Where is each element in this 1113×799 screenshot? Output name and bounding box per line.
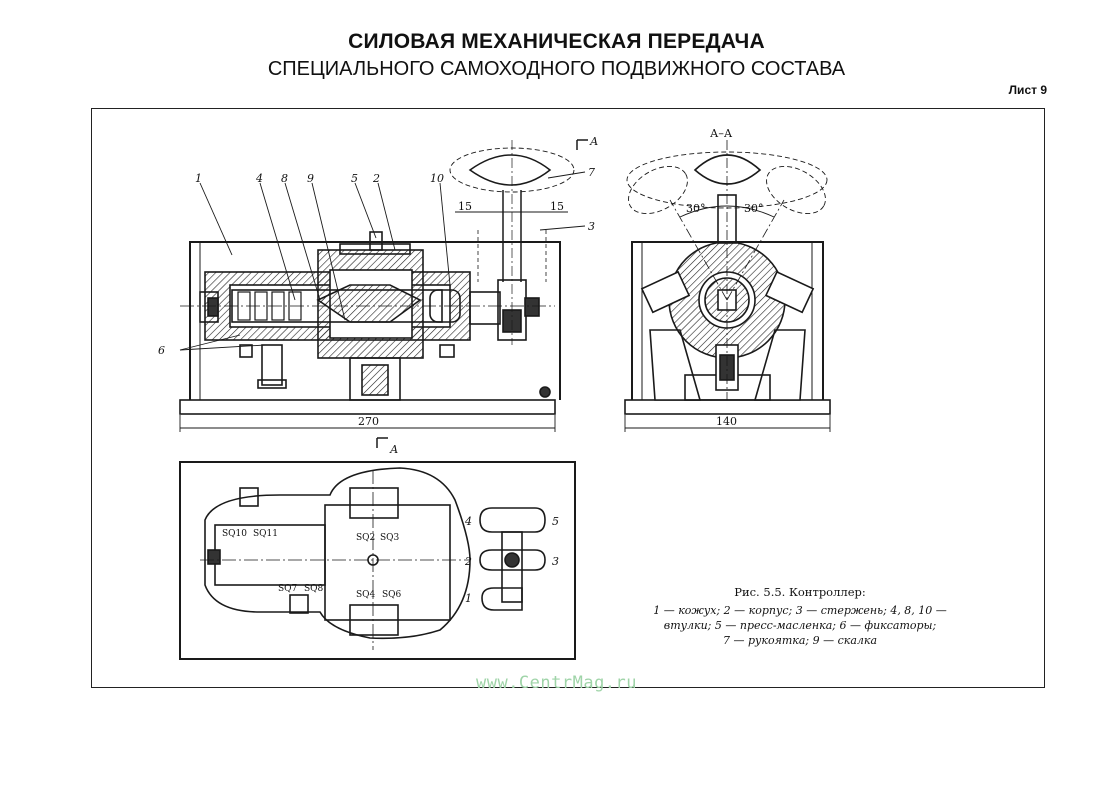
section-marker-a-top: А	[589, 135, 598, 148]
handle-detail	[449, 140, 586, 345]
position-5: 5	[552, 515, 559, 528]
label-6: 6	[158, 344, 165, 357]
caption-line-1: 1 — кожух; 2 — корпус; 3 — стержень; 4, …	[653, 604, 947, 617]
drawing-frame	[91, 108, 1045, 688]
figure-caption: Рис. 5.5. Контроллер: 1 — кожух; 2 — кор…	[605, 585, 995, 648]
page-title-line2: СПЕЦИАЛЬНОГО САМОХОДНОГО ПОДВИЖНОГО СОСТ…	[267, 58, 846, 80]
label-7: 7	[588, 166, 595, 179]
switch-sq11: SQ11	[253, 529, 278, 539]
leader-lines	[179, 182, 451, 351]
label-8: 8	[281, 172, 288, 185]
casing-outline	[189, 241, 561, 400]
section-marker-a-plan: А	[389, 443, 398, 456]
bottom-support	[349, 357, 401, 401]
plan-bottom-switch	[349, 604, 399, 636]
dimension-270-text: 270	[358, 415, 379, 428]
position-2: 2	[464, 555, 472, 568]
plan-body	[324, 504, 451, 621]
section-marker-top	[576, 139, 588, 150]
gate-lower	[481, 587, 523, 611]
caption-heading: Рис. 5.5. Контроллер:	[734, 585, 866, 599]
position-1: 1	[465, 592, 472, 605]
position-3: 3	[552, 555, 559, 568]
dimension-140-text: 140	[716, 415, 737, 428]
plan-frame	[179, 461, 576, 660]
main-section-view	[179, 231, 561, 415]
plan-outline	[204, 467, 471, 640]
section-handle-knob	[693, 154, 762, 185]
label-9: 9	[307, 172, 314, 185]
section-base	[624, 399, 831, 415]
position-4: 4	[464, 515, 472, 528]
plan-view	[179, 461, 576, 660]
label-10: 10	[430, 172, 444, 185]
angle-left: 30°	[686, 202, 706, 215]
plan-labels: А SQ10 SQ11 SQ7 SQ8 SQ2 SQ3 SQ4 SQ6 4 5 …	[222, 443, 559, 605]
section-aa-view	[624, 140, 831, 415]
section-labels: А–А 30° 30° 140	[686, 127, 764, 428]
section-marker-plan	[376, 437, 388, 448]
switch-sq7: SQ7	[278, 584, 298, 594]
dimension-140	[624, 415, 831, 432]
gate-slot	[501, 531, 523, 603]
dimension-270	[179, 415, 556, 432]
sheet-number: Лист 9	[1008, 83, 1047, 97]
switch-sq8: SQ8	[304, 584, 324, 594]
label-2: 2	[372, 172, 380, 185]
watermark: www.CentrMag.ru	[475, 673, 638, 693]
dim-15-right: 15	[550, 200, 564, 213]
base-plate	[179, 399, 556, 415]
bottom-fixator-left	[261, 344, 283, 386]
switch-sq10: SQ10	[222, 529, 247, 539]
caption-line-3: 7 — рукоятка; 9 — скалка	[722, 634, 878, 647]
handle-labels: 7 3 15 15	[458, 166, 595, 233]
caption-line-2: втулки; 5 — пресс-масленка; 6 — фиксатор…	[663, 619, 937, 632]
label-5: 5	[351, 172, 358, 185]
label-3: 3	[588, 220, 595, 233]
grease-fitting	[369, 231, 383, 251]
switch-sq2: SQ2	[356, 533, 375, 543]
switch-sq3: SQ3	[380, 533, 400, 543]
switch-sq6: SQ6	[382, 590, 402, 600]
gate-middle	[479, 549, 546, 571]
gate-upper	[479, 507, 546, 533]
section-title: А–А	[710, 127, 733, 140]
plan-top-switch	[349, 487, 399, 519]
dim-15-left: 15	[458, 200, 472, 213]
label-4: 4	[255, 172, 263, 185]
handle-knob	[468, 154, 552, 186]
main-part-labels: 1 4 8 9 5 2 10 6 270 А	[158, 135, 598, 428]
page-title-line1: СИЛОВАЯ МЕХАНИЧЕСКАЯ ПЕРЕДАЧА	[348, 30, 765, 53]
label-1: 1	[195, 172, 202, 185]
switch-sq4: SQ4	[356, 590, 376, 600]
angle-right: 30°	[744, 202, 764, 215]
